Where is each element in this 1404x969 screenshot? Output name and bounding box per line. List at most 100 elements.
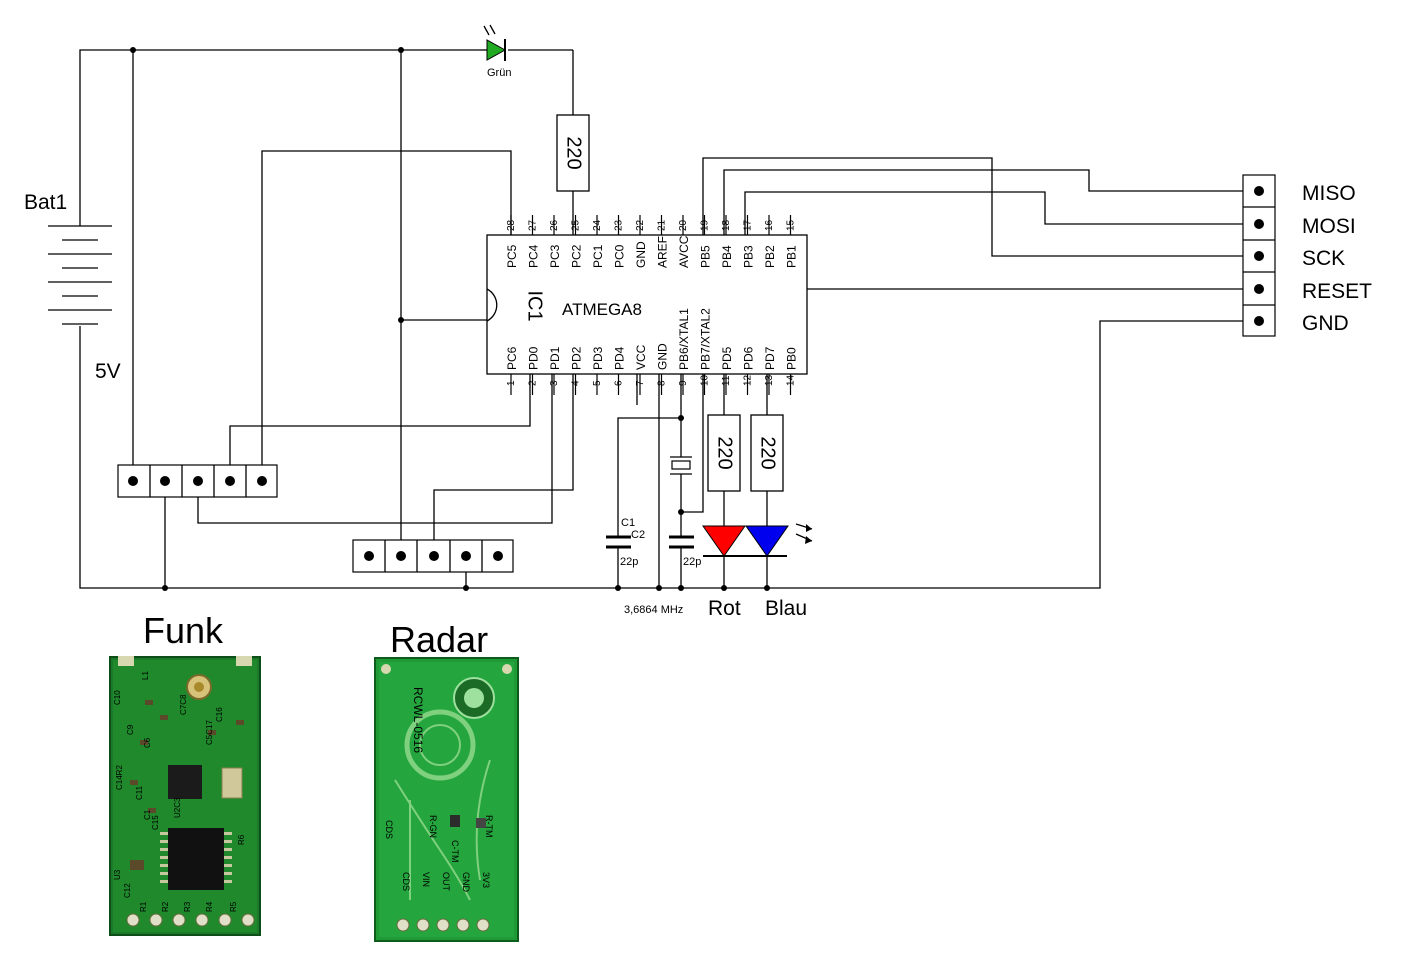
funk-part-label: C10 [113, 690, 122, 705]
ic-pin-28-number: 28 [506, 219, 517, 231]
resistor-r2-value: 220 [714, 436, 736, 469]
ic-pin-9-name: PB6/XTAL1 [677, 308, 691, 370]
ic-pin-12-number: 12 [743, 374, 754, 386]
ic-pin-21-number: 21 [657, 219, 668, 231]
ic-pin-26-number: 26 [549, 219, 560, 231]
ic-pin-2-number: 2 [528, 380, 539, 386]
radar-pin-label: GND [461, 872, 471, 893]
ic-pin-15-number: 15 [786, 219, 797, 231]
capacitor-c1-value: 22p [620, 556, 638, 568]
connector-isp: MISO MOSI SCK RESET GND [1242, 174, 1372, 337]
radar-pin-label: VIN [421, 872, 431, 887]
ic-pin-24-number: 24 [592, 219, 603, 231]
wires [79, 49, 1243, 589]
ic-pin-18-name: PB4 [720, 245, 734, 268]
funk-part-label: C15 [151, 815, 160, 830]
light-arrows-icon [795, 523, 813, 544]
capacitor-c2: C2 22p [631, 529, 701, 568]
junctions [130, 47, 770, 591]
ic-pin-10-name: PB7/XTAL2 [699, 308, 713, 370]
ic-pin-26-name: PC3 [548, 244, 562, 268]
crystal: 3,6864 MHz [624, 455, 692, 616]
isp-gnd: GND [1302, 312, 1349, 335]
ic-pin-18-number: 18 [721, 219, 732, 231]
isp-mosi: MOSI [1302, 215, 1356, 238]
ic-pin-10-number: 10 [700, 374, 711, 386]
battery-label: Bat1 [24, 191, 67, 214]
ic-pin-19-number: 19 [700, 219, 711, 231]
ic-pin-9-number: 9 [678, 380, 689, 386]
battery-bat1: Bat1 5V [24, 191, 121, 383]
led-blue: Blau [745, 525, 807, 620]
ic-ref: IC1 [524, 290, 546, 321]
ic-pin-7-number: 7 [635, 380, 646, 386]
ic-pin-19-name: PB5 [699, 245, 713, 268]
ic-pin-11-name: PD5 [720, 346, 734, 370]
funk-part-label: C16 [215, 707, 224, 722]
ic-pin-3-number: 3 [549, 380, 560, 386]
ic-pin-22-number: 22 [635, 219, 646, 231]
radar-title: Radar [390, 619, 488, 660]
ic-pin-15-name: PB1 [785, 245, 799, 268]
radar-pin-label: CDS [401, 872, 411, 891]
capacitor-c1: C1 22p [606, 517, 638, 568]
ic-pin-6-name: PD4 [613, 346, 627, 370]
funk-part-label: C14R2 [115, 765, 124, 790]
funk-part-label: U3 [113, 869, 122, 880]
funk-part-label: C6 [143, 737, 152, 748]
funk-part-label: L1 [141, 671, 150, 680]
ic-pin-16-name: PB2 [763, 245, 777, 268]
funk-title: Funk [143, 610, 224, 651]
ic-pin-23-number: 23 [614, 219, 625, 231]
ic-pin-5-number: 5 [592, 380, 603, 386]
ic-pin-13-number: 13 [764, 374, 775, 386]
radar-part-label: R-GN [428, 815, 438, 838]
funk-part-label: R5 [229, 901, 238, 912]
ic-pin-5-name: PD3 [591, 346, 605, 370]
ic-pin-4-name: PD2 [570, 346, 584, 370]
funk-part-label: R3 [183, 901, 192, 912]
funk-part-label: U2C3 [173, 797, 182, 818]
ic-pin-24-name: PC1 [591, 244, 605, 268]
ic-pin-8-name: GND [656, 343, 670, 370]
capacitor-c2-label: C2 [631, 529, 645, 541]
resistor-r3-value: 220 [757, 436, 779, 469]
capacitor-c2-value: 22p [683, 556, 701, 568]
ic-pin-27-name: PC4 [527, 244, 541, 268]
funk-part-label: R2 [161, 901, 170, 912]
ic-pin-13-name: PD7 [763, 346, 777, 370]
ic-pin-6-number: 6 [614, 380, 625, 386]
resistor-r2: 220 [707, 414, 741, 492]
ic-pin-20-number: 20 [678, 219, 689, 231]
ic-pin-7-name: VCC [634, 344, 648, 370]
ic-pin-28-name: PC5 [505, 244, 519, 268]
ic-pin-17-name: PB3 [742, 245, 756, 268]
ic-pin-27-number: 27 [528, 219, 539, 231]
funk-part-label: C12 [123, 883, 132, 898]
ic-body [486, 234, 808, 375]
battery-voltage: 5V [95, 360, 121, 383]
radar-pin-label: OUT [441, 872, 451, 892]
led-green-body [486, 39, 507, 61]
ic-top-pins: 28PC527PC426PC325PC224PC123PC022GND21ARE… [505, 215, 799, 268]
funk-part-label: C7C8 [179, 694, 188, 715]
led-green-label: Grün [487, 67, 511, 79]
ic-pin-11-number: 11 [721, 375, 732, 386]
connector-radar [352, 539, 514, 573]
led-red-label: Rot [708, 597, 741, 620]
led-red: Rot [702, 525, 746, 620]
isp-miso: MISO [1302, 182, 1356, 205]
radar-part-label: R-TM [484, 815, 494, 838]
radar-pin-label: 3V3 [481, 872, 491, 888]
ic-pin-8-number: 8 [657, 380, 668, 386]
ic-atmega8: IC1 ATMEGA8 28PC527PC426PC325PC224PC123P… [486, 215, 808, 395]
resistor-r1-value: 220 [563, 136, 585, 169]
ic-pin-4-number: 4 [571, 380, 582, 386]
resistor-r1: 220 [556, 114, 590, 192]
funk-part-label: C1 [143, 809, 152, 820]
ic-pin-23-name: PC0 [613, 244, 627, 268]
